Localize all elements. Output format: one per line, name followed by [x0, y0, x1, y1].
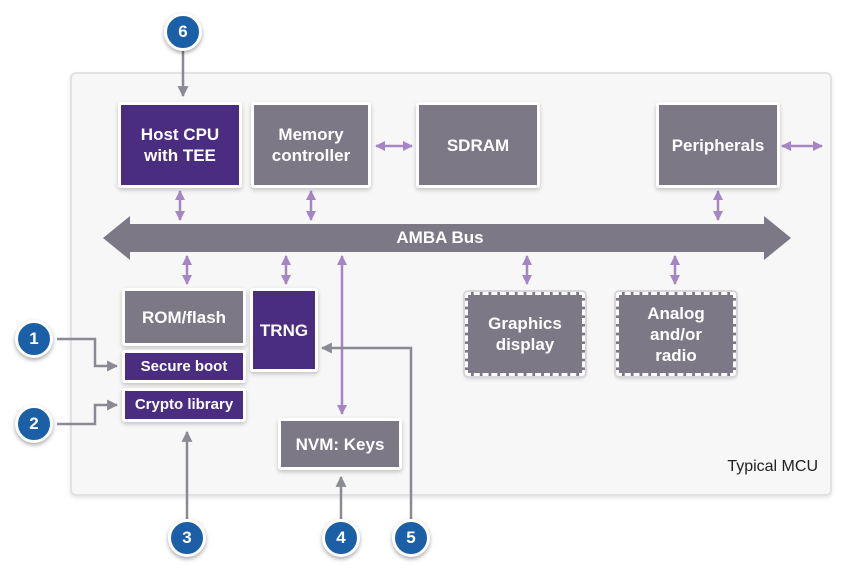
analog-radio-block: Analog and/or radio [614, 290, 738, 378]
amba-bus-label: AMBA Bus [396, 228, 484, 247]
callout-3: 3 [168, 519, 206, 557]
callout-6: 6 [164, 13, 202, 51]
peripherals-block: Peripherals [656, 102, 780, 188]
callout-line-5 [320, 342, 413, 519]
nvm-keys-block: NVM: Keys [278, 418, 402, 470]
callout-2: 2 [15, 405, 53, 443]
callout-line-1 [57, 337, 119, 372]
memory-controller-block: Memory controller [251, 102, 371, 188]
amba-bus [103, 216, 791, 260]
callout-4: 4 [322, 519, 360, 557]
callout-line-2 [57, 399, 119, 426]
host-cpu-block: Host CPU with TEE [118, 102, 242, 188]
secure-boot-block: Secure boot [122, 350, 246, 383]
callout-1: 1 [15, 320, 53, 358]
callout-5: 5 [392, 519, 430, 557]
graphics-display-block: Graphics display [463, 290, 587, 378]
sdram-block: SDRAM [416, 102, 540, 188]
typical-mcu-label: Typical MCU [727, 458, 818, 475]
trng-block: TRNG [250, 288, 318, 372]
crypto-library-block: Crypto library [122, 388, 246, 422]
rom-flash-block: ROM/flash [122, 288, 246, 346]
